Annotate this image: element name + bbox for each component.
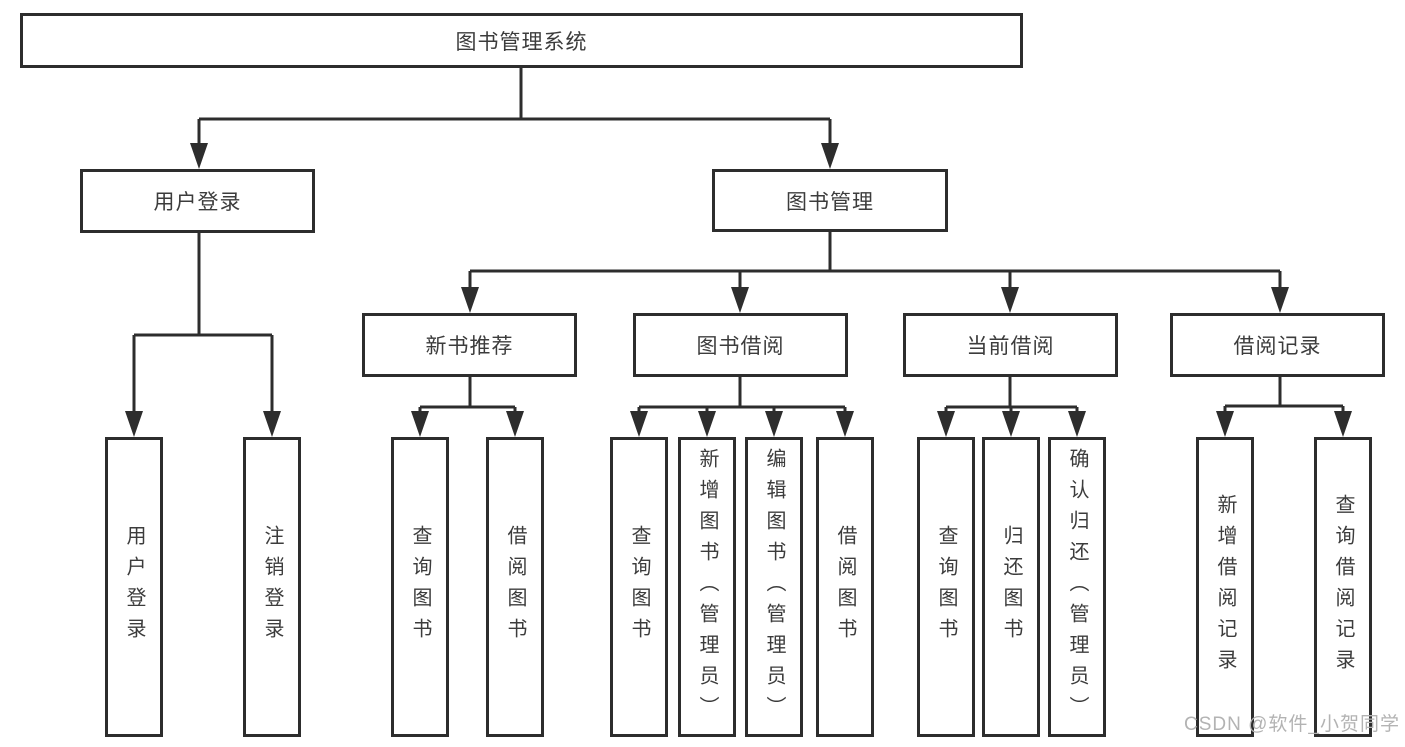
node-book-borrow-label: 图书借阅 [696,335,785,358]
node-book-borrow: 图书借阅 [633,313,848,377]
leaf-query-borrow-record-label: 查询借阅记录 [1332,494,1354,680]
leaf-add-borrow-record-label: 新增借阅记录 [1214,494,1236,680]
node-root-label: 图书管理系统 [455,30,588,54]
leaf-confirm-return-admin: 确认归还（管理员） [1048,437,1106,737]
leaf-newrec-borrow-books-label: 借阅图书 [504,525,526,649]
leaf-current-query-books-label: 查询图书 [935,525,957,649]
node-user-login: 用户登录 [80,169,315,233]
leaf-user-login: 用户登录 [105,437,163,737]
leaf-edit-books-admin-label: 编辑图书（管理员） [763,447,785,727]
leaf-add-books-admin-label: 新增图书（管理员） [696,447,718,727]
leaf-return-books: 归还图书 [982,437,1040,737]
leaf-query-borrow-record: 查询借阅记录 [1314,437,1372,737]
leaf-logout: 注销登录 [243,437,301,737]
leaf-return-books-label: 归还图书 [1000,525,1022,649]
leaf-borrow-query-books-label: 查询图书 [628,525,650,649]
leaf-add-borrow-record: 新增借阅记录 [1196,437,1254,737]
node-current-borrow-label: 当前借阅 [966,335,1055,358]
node-book-management-label: 图书管理 [786,190,874,214]
leaf-logout-label: 注销登录 [261,525,283,649]
arrowheads [125,143,1352,437]
leaf-newrec-query-books: 查询图书 [391,437,449,737]
leaf-borrow-query-books: 查询图书 [610,437,668,737]
node-borrow-record: 借阅记录 [1170,313,1385,377]
node-borrow-record-label: 借阅记录 [1233,335,1322,358]
node-book-management: 图书管理 [712,169,948,232]
csdn-watermark: CSDN @软件_小贺同学 [1184,714,1400,735]
node-new-book-recommend: 新书推荐 [362,313,577,377]
leaf-newrec-borrow-books: 借阅图书 [486,437,544,737]
leaf-confirm-return-admin-label: 确认归还（管理员） [1066,447,1088,727]
leaf-borrow-books: 借阅图书 [816,437,874,737]
node-root: 图书管理系统 [20,13,1023,68]
leaf-user-login-label: 用户登录 [123,525,145,649]
leaf-current-query-books: 查询图书 [917,437,975,737]
leaf-edit-books-admin: 编辑图书（管理员） [745,437,803,737]
leaf-add-books-admin: 新增图书（管理员） [678,437,736,737]
leaf-newrec-query-books-label: 查询图书 [409,525,431,649]
leaf-borrow-books-label: 借阅图书 [834,525,856,649]
node-user-login-label: 用户登录 [153,191,242,214]
node-new-book-recommend-label: 新书推荐 [425,335,514,358]
node-current-borrow: 当前借阅 [903,313,1118,377]
